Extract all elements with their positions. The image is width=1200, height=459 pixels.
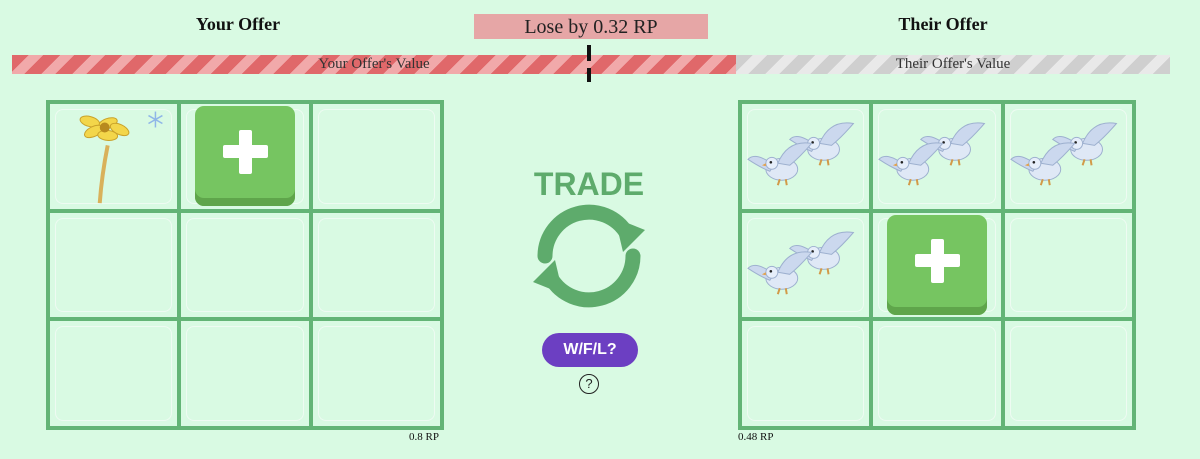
your-slot-9[interactable] <box>312 321 440 426</box>
dove-pair-icon <box>742 213 869 318</box>
dove-pair-icon <box>1005 104 1132 209</box>
their-offer-title: Their Offer <box>898 14 988 34</box>
their-slot-4[interactable] <box>742 212 870 318</box>
their-slot-8[interactable] <box>873 321 1001 426</box>
trade-result-badge: Lose by 0.32 RP <box>474 14 708 39</box>
your-offer-value-bar: Your Offer's Value <box>12 55 736 74</box>
their-slot-1[interactable] <box>742 104 870 209</box>
your-offer-title: Your Offer <box>195 14 281 34</box>
value-midpoint-marker <box>587 45 591 61</box>
their-slot-7[interactable] <box>742 321 870 426</box>
your-slot-1[interactable] <box>50 104 178 209</box>
your-slot-2[interactable] <box>181 104 309 209</box>
your-slot-8[interactable] <box>181 321 309 426</box>
their-offer-value-bar: Their Offer's Value <box>736 55 1170 74</box>
trade-label: TRADE <box>533 166 645 202</box>
your-slot-6[interactable] <box>312 212 440 318</box>
your-slot-4[interactable] <box>50 212 178 318</box>
help-button[interactable]: ? <box>579 374 599 394</box>
their-slot-5[interactable] <box>873 212 1001 318</box>
yellow-flower-icon <box>79 111 163 204</box>
your-slot-5[interactable] <box>181 212 309 318</box>
dove-pair-icon <box>742 104 869 209</box>
your-slot-3[interactable] <box>312 104 440 209</box>
add-item-button[interactable] <box>195 106 296 206</box>
snowflake-icon <box>148 111 163 128</box>
their-offer-total: 0.48 RP <box>738 431 774 443</box>
value-midpoint-marker-lower <box>587 68 591 82</box>
their-offer-grid <box>738 100 1136 430</box>
their-slot-2[interactable] <box>873 104 1001 209</box>
wfl-button[interactable]: W/F/L? <box>542 333 638 367</box>
dove-pair-icon <box>873 104 1000 209</box>
circular-arrows-icon <box>533 204 645 308</box>
their-slot-9[interactable] <box>1004 321 1132 426</box>
their-slot-3[interactable] <box>1004 104 1132 209</box>
add-item-button[interactable] <box>887 214 988 315</box>
your-offer-grid <box>46 100 444 430</box>
your-offer-total: 0.8 RP <box>409 431 439 443</box>
their-slot-6[interactable] <box>1004 212 1132 318</box>
your-slot-7[interactable] <box>50 321 178 426</box>
